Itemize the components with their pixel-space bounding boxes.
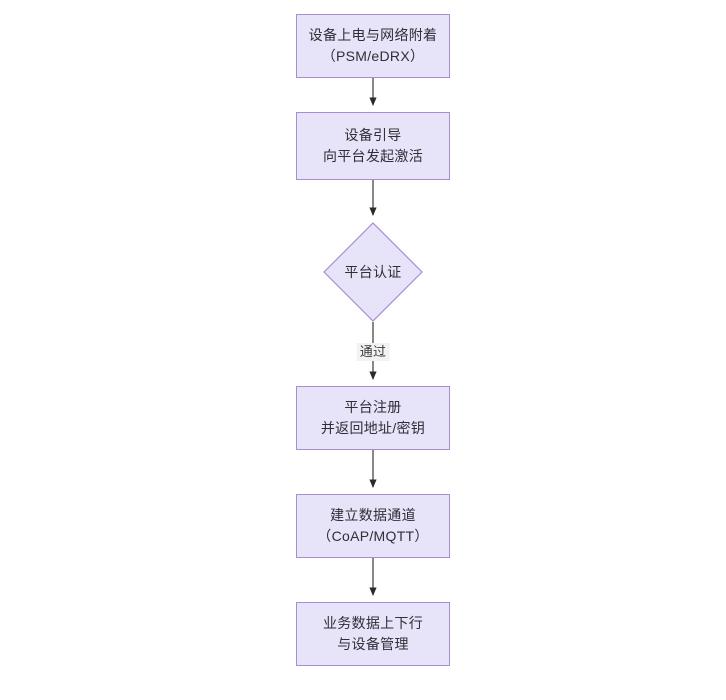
node-text-line: 设备上电与网络附着 [308,27,438,43]
node-text-line: 与设备管理 [337,636,409,652]
edge-label-pass: 通过 [356,343,390,361]
node-text-line: （PSM/eDRX） [321,48,425,64]
node-text-line: 业务数据上下行 [322,615,424,631]
node-establish-data-channel[interactable]: 建立数据通道 （CoAP/MQTT） [296,494,450,558]
node-business-data-and-device-management[interactable]: 业务数据上下行 与设备管理 [296,602,450,666]
node-text-line: 建立数据通道 [330,507,416,523]
node-device-bootstrap[interactable]: 设备引导 向平台发起激活 [296,112,450,180]
node-text-line: （CoAP/MQTT） [317,528,429,544]
node-text-line: 向平台发起激活 [322,148,424,164]
node-text-line: 并返回地址/密钥 [320,420,426,436]
node-device-power-on[interactable]: 设备上电与网络附着 （PSM/eDRX） [296,14,450,78]
node-platform-registration[interactable]: 平台注册 并返回地址/密钥 [296,386,450,450]
node-text-line: 平台注册 [344,399,402,415]
node-platform-authentication[interactable]: 平台认证 [323,222,423,322]
node-text-line: 设备引导 [344,127,402,143]
diamond-shape [323,222,423,322]
node-text-line: 平台认证 [344,264,402,280]
